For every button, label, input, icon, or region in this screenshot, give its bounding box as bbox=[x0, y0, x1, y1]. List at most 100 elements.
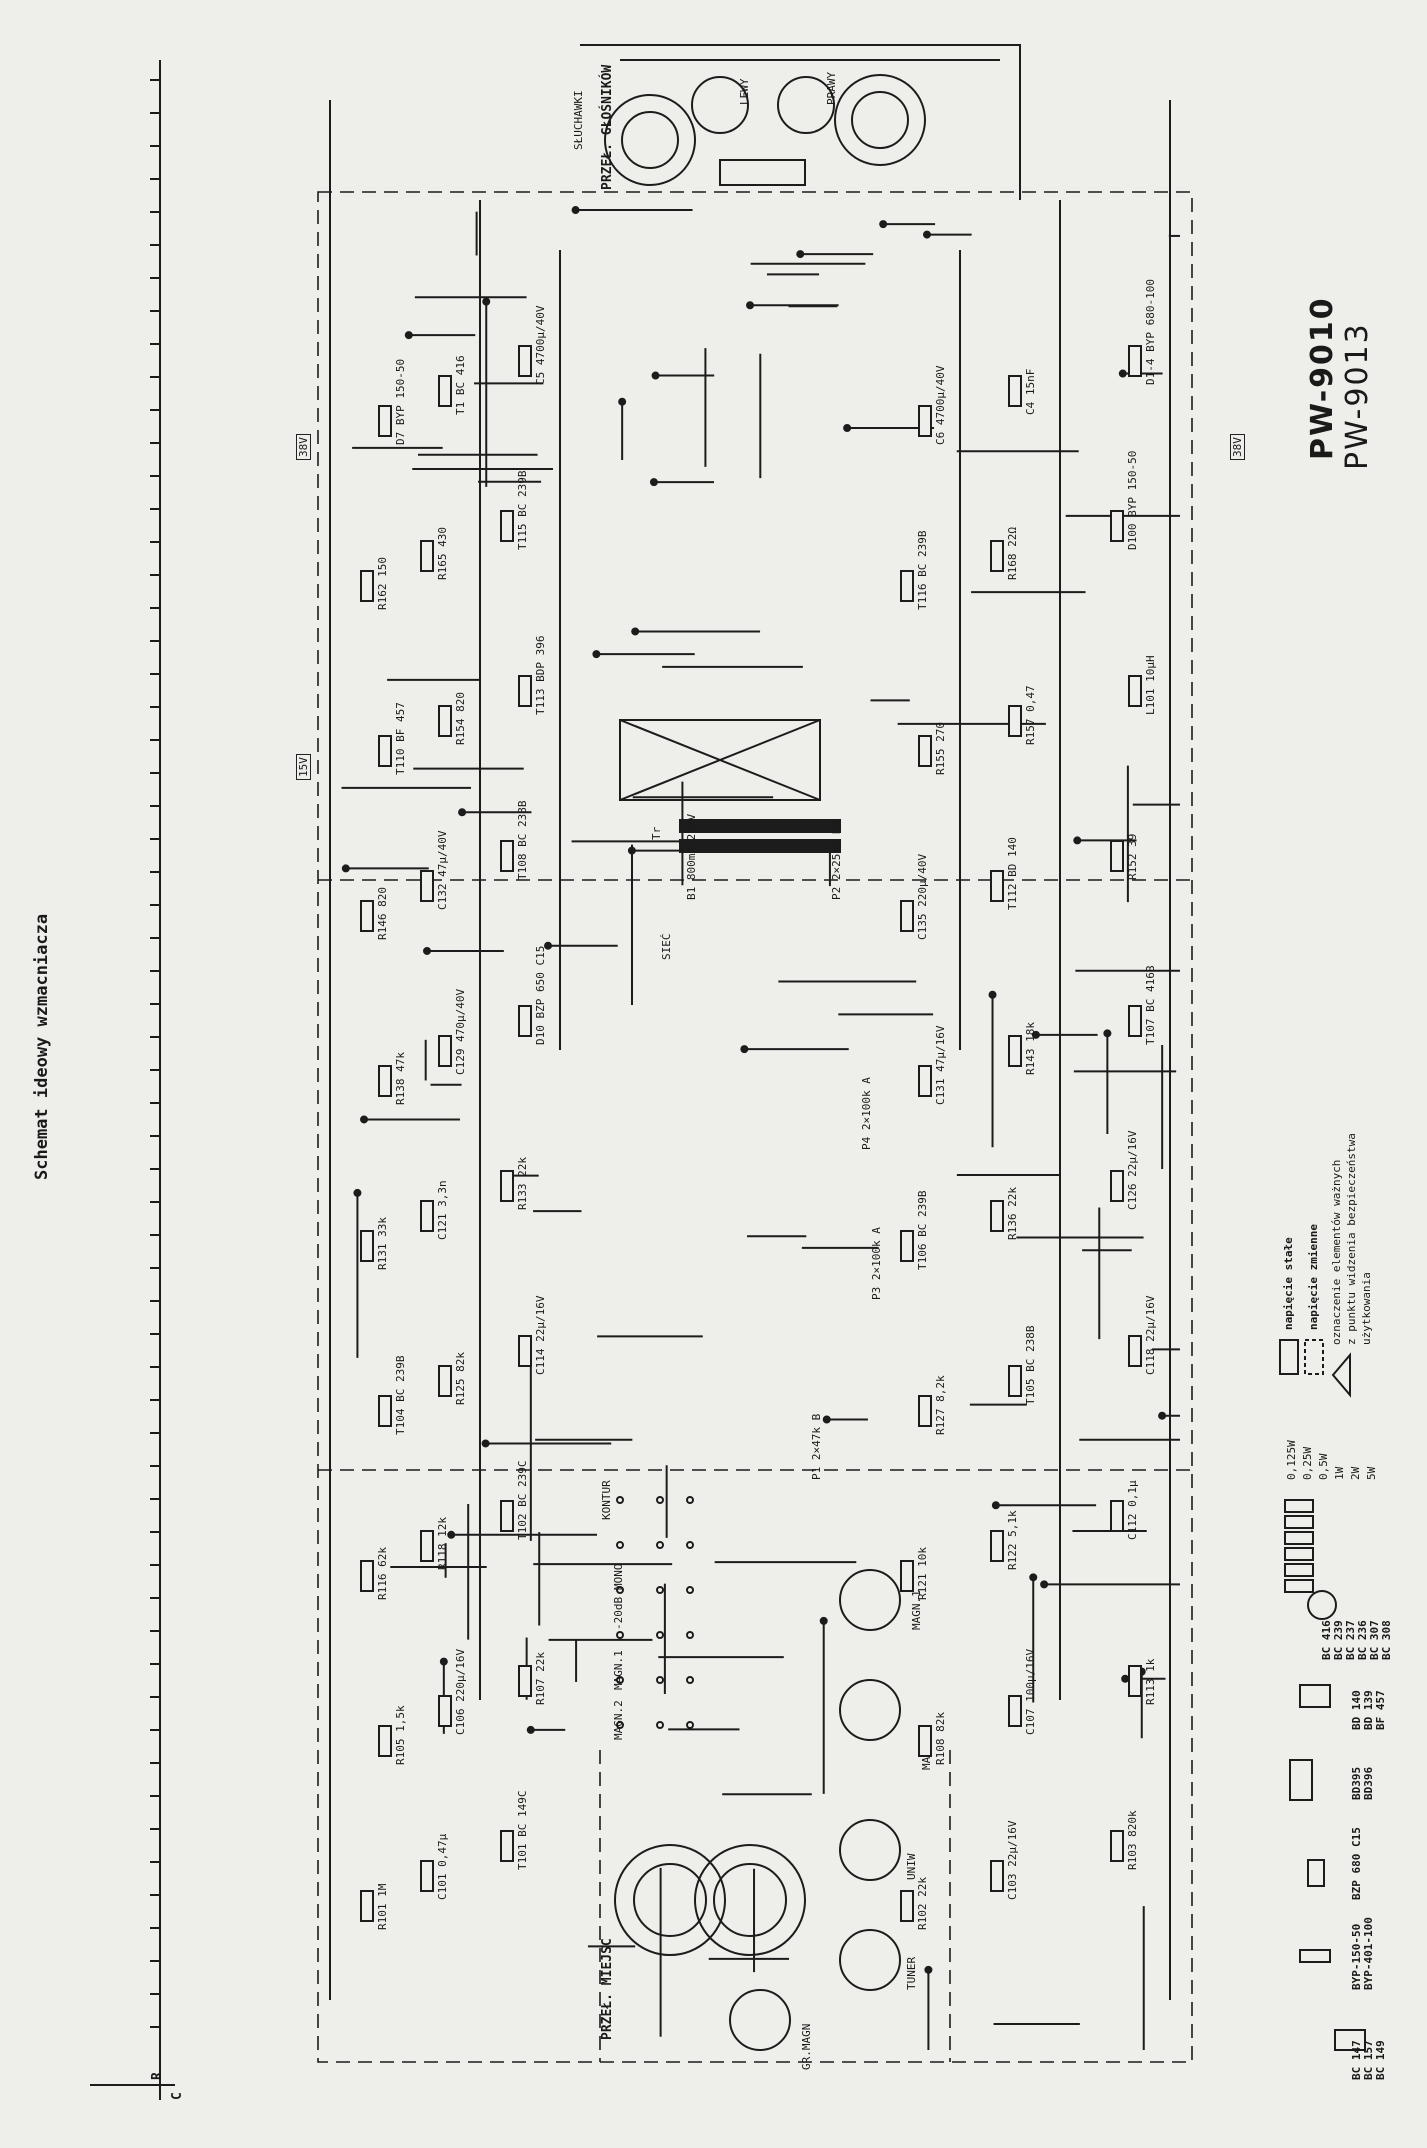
package-label-diode: BYP-401-100 bbox=[1362, 1917, 1375, 1990]
component-symbol bbox=[990, 870, 1004, 902]
component-label: R154 820 bbox=[454, 692, 467, 745]
component-symbol bbox=[1110, 1170, 1124, 1202]
component-symbol bbox=[1128, 1335, 1142, 1367]
ruler-label-r: R bbox=[150, 2072, 165, 2080]
component-symbol bbox=[500, 510, 514, 542]
component-label: C106 220µ/16V bbox=[454, 1648, 467, 1735]
label-input-switch: PRZEŁ. MIEJSC bbox=[600, 1938, 615, 2040]
component-symbol bbox=[420, 870, 434, 902]
component-symbol bbox=[378, 1065, 392, 1097]
component-label: R155 270 bbox=[934, 722, 947, 775]
component-symbol bbox=[990, 540, 1004, 572]
component-symbol bbox=[438, 1035, 452, 1067]
resistor-rating-label: 0,25W bbox=[1301, 1446, 1314, 1480]
component-symbol bbox=[1008, 375, 1022, 407]
component-label: R113 1k bbox=[1144, 1658, 1157, 1705]
resistor-rating-label: 0,125W bbox=[1285, 1440, 1298, 1480]
package-label-to126: BF 457 bbox=[1374, 1690, 1387, 1730]
legend-safety-1: oznaczenie elementów ważnych bbox=[1330, 1159, 1343, 1345]
component-label: C135 220µ/40V bbox=[916, 853, 929, 940]
component-label: C126 22µ/16V bbox=[1126, 1130, 1139, 1210]
component-label: T107 BC 416B bbox=[1144, 965, 1157, 1045]
ruler-label-c: C bbox=[170, 2092, 185, 2100]
component-label: R107 22k bbox=[534, 1652, 547, 1705]
label-p1: P1 2×47k B bbox=[810, 1413, 823, 1480]
component-label: R146 820 bbox=[376, 887, 389, 940]
component-symbol bbox=[1110, 510, 1124, 542]
component-label: T105 BC 238B bbox=[1024, 1325, 1037, 1405]
label-supply-15v: 15V bbox=[296, 754, 311, 780]
resistor-rating-label: 0,5W bbox=[1317, 1453, 1330, 1481]
component-label: R138 47k bbox=[394, 1052, 407, 1105]
resistor-rating-label: 2W bbox=[1349, 1466, 1362, 1480]
label-p2: P2 2×250k MM bbox=[830, 820, 843, 900]
component-label: C132 47µ/40V bbox=[436, 830, 449, 910]
component-symbol bbox=[420, 1530, 434, 1562]
component-symbol bbox=[378, 405, 392, 437]
component-symbol bbox=[1128, 1665, 1142, 1697]
label-headphones: SŁUCHAWKI bbox=[572, 90, 585, 150]
model-pw9013: PW-9013 bbox=[1340, 322, 1375, 470]
component-symbol bbox=[438, 705, 452, 737]
component-label: T104 BC 239B bbox=[394, 1355, 407, 1435]
component-symbol bbox=[990, 1860, 1004, 1892]
component-symbol bbox=[420, 1860, 434, 1892]
label-mains: SIEĆ bbox=[660, 933, 673, 961]
component-symbol bbox=[378, 1725, 392, 1757]
component-label: R136 22k bbox=[1006, 1187, 1019, 1240]
component-symbol bbox=[360, 900, 374, 932]
legend-dc: napięcie stałe bbox=[1282, 1237, 1295, 1330]
component-label: C131 47µ/16V bbox=[934, 1025, 947, 1105]
resistor-rating-label: 1W bbox=[1333, 1466, 1346, 1480]
label-transformer: Tr bbox=[650, 826, 663, 840]
component-symbol bbox=[420, 540, 434, 572]
component-symbol bbox=[360, 1560, 374, 1592]
component-symbol bbox=[1128, 675, 1142, 707]
component-label: T1 BC 416 bbox=[454, 355, 467, 415]
label-tuner: TUNER bbox=[905, 1956, 918, 1990]
resistor-rating-symbol bbox=[1284, 1547, 1314, 1561]
component-symbol bbox=[990, 1200, 1004, 1232]
component-symbol bbox=[360, 570, 374, 602]
component-label: T112 BD 140 bbox=[1006, 837, 1019, 910]
label-right-speaker: PRAWY bbox=[825, 71, 838, 105]
component-symbol bbox=[918, 735, 932, 767]
component-label: T113 BDP 396 bbox=[534, 635, 547, 715]
component-symbol bbox=[990, 1530, 1004, 1562]
resistor-rating-symbol bbox=[1284, 1515, 1314, 1529]
component-label: C118 22µ/16V bbox=[1144, 1295, 1157, 1375]
component-label: T110 BF 457 bbox=[394, 702, 407, 775]
component-label: R131 33k bbox=[376, 1217, 389, 1270]
component-symbol bbox=[1008, 705, 1022, 737]
component-symbol bbox=[438, 1695, 452, 1727]
component-symbol bbox=[1008, 1365, 1022, 1397]
label-magn2-switch: MAGN.2 bbox=[612, 1700, 625, 1740]
component-label: R168 22Ω bbox=[1006, 527, 1019, 580]
resistor-rating-label: 5W bbox=[1365, 1466, 1378, 1480]
component-symbol bbox=[378, 1395, 392, 1427]
label-p4: P4 2×100k A bbox=[860, 1077, 873, 1150]
component-label: C6 4700µ/40V bbox=[934, 365, 947, 445]
legend-safety-3: użytkowania bbox=[1360, 1272, 1373, 1345]
component-label: R108 82k bbox=[934, 1712, 947, 1765]
rectifier-bridge bbox=[619, 719, 821, 801]
model-pw9010: PW-9010 bbox=[1305, 296, 1340, 460]
resistor-rating-symbol bbox=[1284, 1563, 1314, 1577]
chassis-outline bbox=[317, 191, 1193, 2063]
component-symbol bbox=[1110, 1830, 1124, 1862]
component-symbol bbox=[918, 1065, 932, 1097]
component-label: D7 BYP 150-50 bbox=[394, 358, 407, 445]
component-symbol bbox=[360, 1890, 374, 1922]
component-label: R103 820k bbox=[1126, 1810, 1139, 1870]
component-label: R101 1M bbox=[376, 1883, 389, 1930]
component-label: R165 430 bbox=[436, 527, 449, 580]
legend-safety-2: z punktu widzenia bezpieczeństwa bbox=[1345, 1133, 1358, 1345]
component-label: C4 15nF bbox=[1024, 368, 1037, 415]
package-label-small: BC 149 bbox=[1374, 2040, 1387, 2080]
label-supply-38v: 38V bbox=[296, 434, 311, 460]
label-left-speaker: LEWY bbox=[738, 78, 751, 106]
component-symbol bbox=[1128, 1005, 1142, 1037]
component-label: C103 22µ/16V bbox=[1006, 1820, 1019, 1900]
component-symbol bbox=[438, 375, 452, 407]
